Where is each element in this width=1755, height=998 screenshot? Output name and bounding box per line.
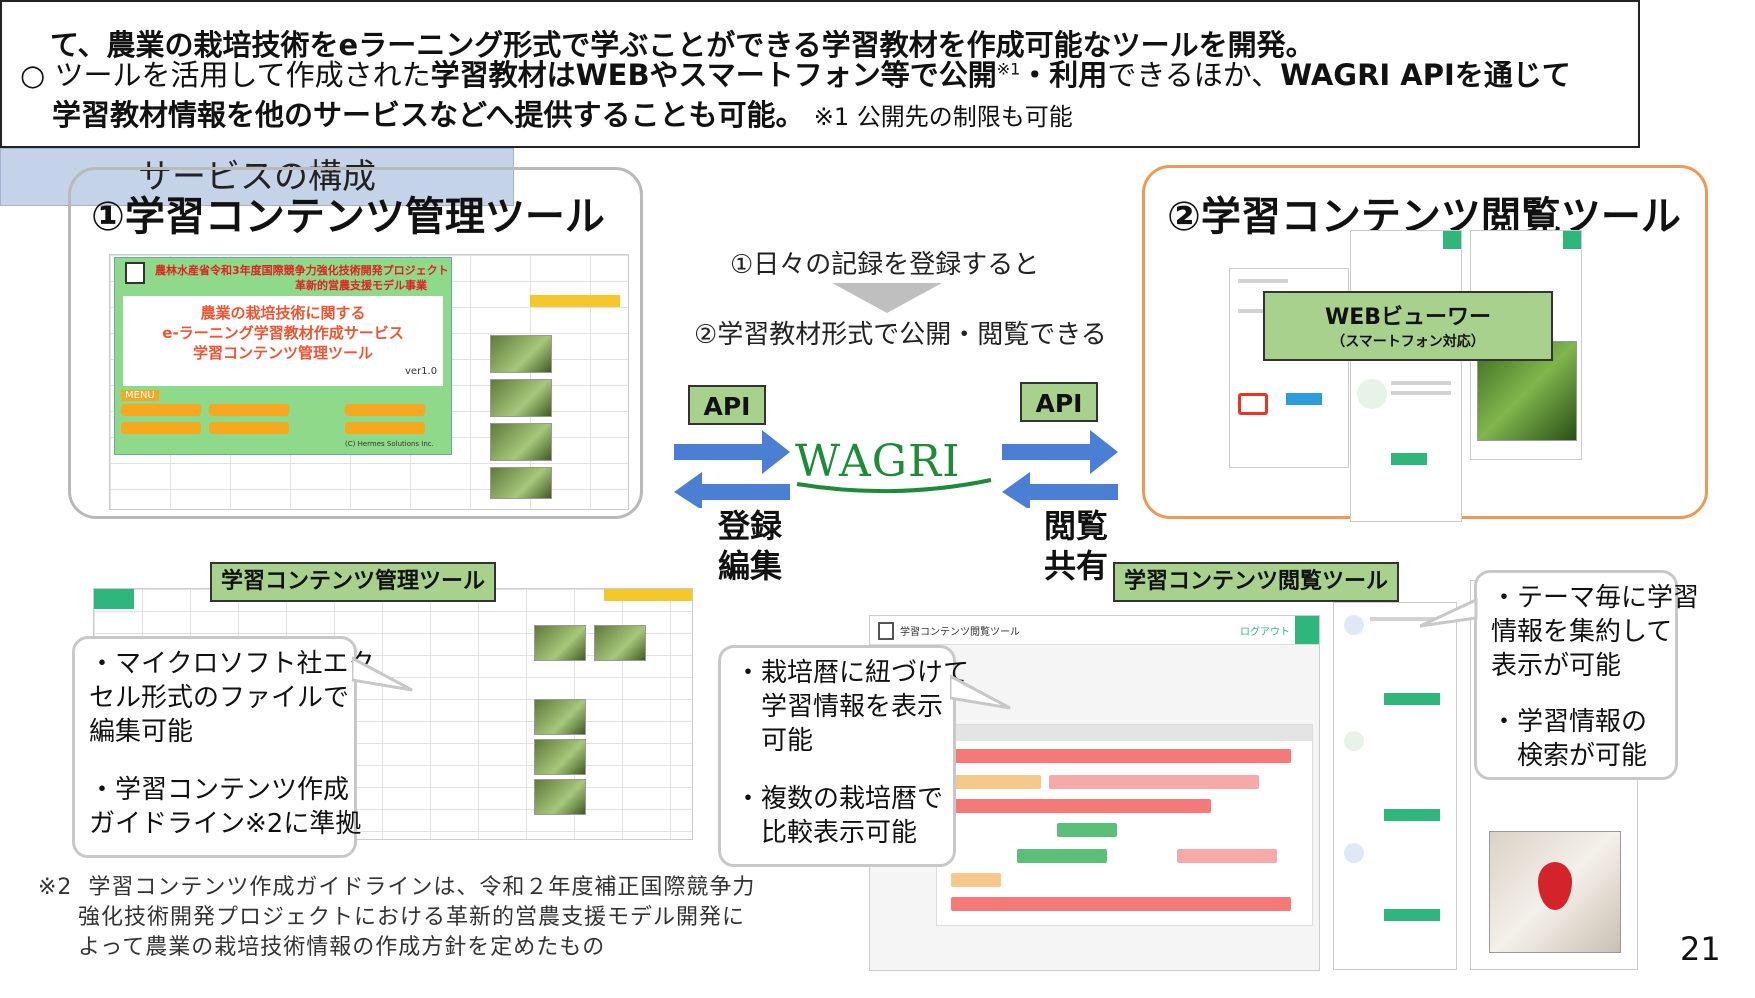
copyright: (C) Hermes Solutions Inc. bbox=[345, 440, 434, 448]
management-tool-panel: ①学習コンテンツ管理ツール 農林水産省令和3年度国際競争力強化技術開発プロジェク… bbox=[68, 167, 643, 519]
register-label: 登録 bbox=[717, 507, 782, 545]
callout-line: 学習情報を表示 bbox=[735, 692, 944, 722]
api-badge-left: API bbox=[688, 385, 766, 425]
callout-line: ・栽培暦に紐づけて bbox=[735, 658, 970, 688]
callout-spacer bbox=[1491, 683, 1661, 705]
splash-subheader: 革新的営農支援モデル事業 bbox=[295, 279, 427, 292]
tap-target[interactable] bbox=[1238, 393, 1268, 415]
logout-link[interactable]: ログアウト bbox=[1240, 627, 1290, 638]
view-label: 閲覧 bbox=[1043, 507, 1108, 545]
summary-bold: WAGRI APIを通じて bbox=[1280, 58, 1571, 92]
viewer-tool-panel: ②学習コンテンツ閲覧ツール WEBビューワー （スマートフォン対応） bbox=[1142, 165, 1708, 522]
callout-tail bbox=[1420, 597, 1478, 628]
view-share-label: 閲覧 共有 bbox=[1038, 506, 1114, 586]
summary-note: ※1 公開先の制限も可能 bbox=[813, 103, 1073, 131]
viewer-title: 学習コンテンツ閲覧ツール bbox=[900, 627, 1020, 638]
callout-tail bbox=[950, 674, 1011, 710]
callout-line: ・マイクロソフト社エク bbox=[89, 649, 375, 679]
management-tool-screenshot: 農林水産省令和3年度国際競争力強化技術開発プロジェクト 革新的営農支援モデル事業… bbox=[109, 254, 629, 510]
callout-tail bbox=[352, 656, 413, 692]
topic-list-screen bbox=[1333, 602, 1457, 970]
menu-button[interactable] bbox=[209, 422, 289, 434]
detail-button[interactable] bbox=[1384, 809, 1440, 821]
phone-screen-2 bbox=[1350, 230, 1462, 522]
callout-line: ・テーマ毎に学習 bbox=[1491, 583, 1700, 613]
summary-line-2: ○ ツールを活用して作成された学習教材はWEBやスマートフォン等で公開※1・利用… bbox=[20, 52, 1571, 94]
menu-button[interactable] bbox=[121, 404, 201, 416]
menu-button[interactable] bbox=[345, 422, 425, 434]
summary-bold: 学習教材はWEBやスマートフォン等で公開 bbox=[430, 58, 997, 92]
summary-box: て、農業の栽培技術をeラーニング形式で学ぶことができる学習教材を作成可能なツール… bbox=[0, 0, 1640, 148]
step-2-text: ②学習教材形式で公開・閲覧できる bbox=[694, 320, 1107, 350]
footnote-line: よって農業の栽培技術情報の作成方針を定めたもの bbox=[38, 935, 606, 960]
page-number: 21 bbox=[1680, 930, 1721, 968]
wagri-wordmark: WAGRI bbox=[795, 436, 961, 487]
wagri-logo: WAGRI bbox=[795, 436, 995, 496]
summary-text: ○ ツールを活用して作成された bbox=[20, 58, 431, 92]
callout-line: セル形式のファイルで bbox=[89, 683, 350, 713]
calendar-features-callout: ・栽培暦に紐づけて 学習情報を表示 可能 ・複数の栽培暦で 比較表示可能 bbox=[718, 645, 970, 867]
callout-line: ・学習コンテンツ作成 bbox=[89, 775, 350, 805]
web-viewer-tag: WEBビューワー （スマートフォン対応） bbox=[1263, 291, 1553, 361]
version-label: ver1.0 bbox=[405, 366, 438, 377]
callout-line: ・学習情報の bbox=[1491, 707, 1648, 737]
footnote-line: 強化技術開発プロジェクトにおける革新的営農支援モデル開発に bbox=[38, 905, 745, 930]
summary-line-1: て、農業の栽培技術をeラーニング形式で学ぶことができる学習教材を作成可能なツール… bbox=[50, 28, 1315, 62]
detail-button[interactable] bbox=[1384, 909, 1440, 921]
register-edit-label: 登録 編集 bbox=[712, 506, 788, 586]
footnote-ref: ※1 bbox=[996, 59, 1021, 79]
management-features-callout: ・マイクロソフト社エク セル形式のファイルで 編集可能 ・学習コンテンツ作成 ガ… bbox=[72, 636, 375, 858]
arrow-right-icon bbox=[1286, 393, 1322, 405]
calendar-viewer-screenshot: 学習コンテンツ閲覧ツール ログアウト bbox=[869, 615, 1320, 971]
callout-line: 可能 bbox=[735, 726, 814, 756]
wagri-swoosh-icon bbox=[796, 478, 992, 494]
splash-header: 農林水産省令和3年度国際競争力強化技術開発プロジェクト bbox=[155, 264, 449, 277]
menu-button[interactable] bbox=[345, 404, 425, 416]
callout-line: 検索が可能 bbox=[1491, 741, 1648, 771]
summary-bold: 学習教材情報を他のサービスなどへ提供することも可能。 bbox=[52, 98, 805, 132]
sync-arrows-right-icon bbox=[1002, 430, 1118, 508]
detail-button[interactable] bbox=[1384, 693, 1440, 705]
footnote-line: ※2 学習コンテンツ作成ガイドラインは、令和２年度補正国際競争力 bbox=[38, 875, 756, 900]
sync-arrows-left-icon bbox=[674, 430, 790, 508]
summary-line-3: 学習教材情報を他のサービスなどへ提供することも可能。 ※1 公開先の制限も可能 bbox=[52, 92, 1073, 134]
callout-line: 編集可能 bbox=[89, 717, 194, 747]
topic-features-callout: ・テーマ毎に学習 情報を集約して 表示が可能 ・学習情報の 検索が可能 bbox=[1474, 570, 1700, 780]
callout-spacer bbox=[735, 758, 939, 782]
share-label: 共有 bbox=[1043, 547, 1108, 585]
callout-line: 比較表示可能 bbox=[735, 818, 918, 848]
calendar-icon bbox=[878, 622, 894, 640]
splash-screen: 農林水産省令和3年度国際競争力強化技術開発プロジェクト 革新的営農支援モデル事業… bbox=[114, 257, 452, 455]
menu-button[interactable] bbox=[209, 404, 289, 416]
calendar-icon bbox=[125, 262, 145, 284]
summary-text: できるほか、 bbox=[1107, 58, 1281, 92]
viewer-tool-tag: 学習コンテンツ閲覧ツール bbox=[1113, 562, 1399, 602]
menu-icon[interactable] bbox=[1295, 616, 1319, 644]
splash-title-3: 学習コンテンツ管理ツール bbox=[192, 344, 373, 362]
detail-button[interactable] bbox=[1391, 453, 1427, 465]
menu-label: MENU bbox=[121, 390, 159, 401]
web-viewer-sublabel: （スマートフォン対応） bbox=[1331, 334, 1485, 350]
callout-line: ・複数の栽培暦で bbox=[735, 784, 944, 814]
callout-spacer bbox=[89, 749, 340, 773]
edit-label: 編集 bbox=[717, 547, 782, 585]
service-structure-title: サービスの構成 bbox=[0, 148, 514, 206]
step-1-text: ①日々の記録を登録すると bbox=[730, 250, 1040, 280]
callout-line: 表示が可能 bbox=[1491, 651, 1622, 681]
splash-title-2: e-ラーニング学習教材作成サービス bbox=[162, 324, 404, 342]
callout-line: 情報を集約して bbox=[1491, 617, 1673, 647]
api-badge-right: API bbox=[1020, 382, 1098, 422]
management-tool-tag: 学習コンテンツ管理ツール bbox=[210, 562, 496, 602]
panel-title: ①学習コンテンツ管理ツール bbox=[91, 194, 605, 240]
splash-title-1: 農業の栽培技術に関する bbox=[200, 304, 366, 322]
menu-button[interactable] bbox=[121, 422, 201, 434]
summary-bold: ・利用 bbox=[1020, 58, 1108, 92]
strawberry-photo bbox=[1489, 831, 1621, 953]
web-viewer-label: WEBビューワー bbox=[1324, 305, 1492, 330]
callout-line: ガイドライン※2に準拠 bbox=[89, 809, 362, 839]
footnote: ※2 学習コンテンツ作成ガイドラインは、令和２年度補正国際競争力 強化技術開発プ… bbox=[38, 873, 755, 963]
down-arrow-icon bbox=[832, 283, 942, 313]
